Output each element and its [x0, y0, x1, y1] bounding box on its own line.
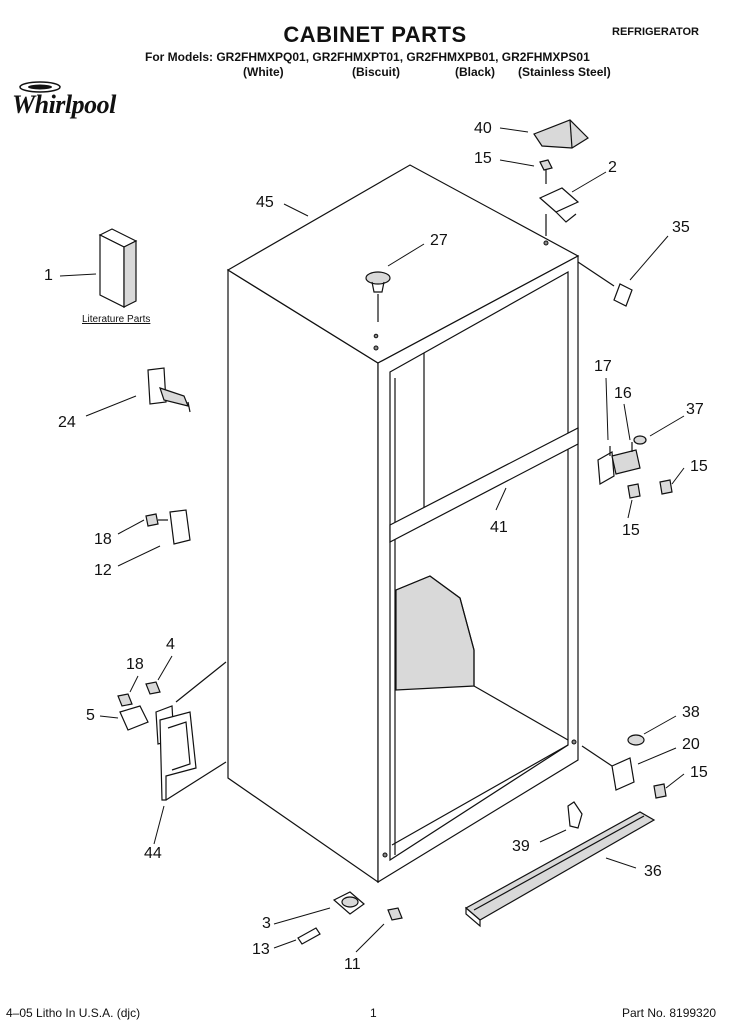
callout-44: 44 — [144, 845, 162, 862]
callout-12: 12 — [94, 562, 112, 579]
part-15-lower — [653, 783, 667, 799]
callout-41: 41 — [490, 519, 508, 536]
finish-label: (Stainless Steel) — [518, 65, 611, 79]
callout-18: 18 — [94, 531, 112, 548]
part-18-12 — [145, 509, 191, 545]
callout-27: 27 — [430, 232, 448, 249]
callout-35: 35 — [672, 219, 690, 236]
page-title: CABINET PARTS — [283, 22, 467, 47]
brand-logo: Whirlpool — [12, 90, 116, 119]
callout-2: 2 — [608, 159, 617, 176]
part-11 — [387, 907, 403, 921]
part-15-right — [627, 479, 673, 499]
category-label: REFRIGERATOR — [612, 26, 699, 38]
callout-37: 37 — [686, 401, 704, 418]
callout-15: 15 — [690, 458, 708, 475]
part-15-top — [539, 159, 553, 184]
callout-1: 1 — [44, 267, 53, 284]
callout-45: 45 — [256, 194, 274, 211]
callout-15: 15 — [474, 150, 492, 167]
callout-3: 3 — [262, 915, 271, 932]
callout-16: 16 — [614, 385, 632, 402]
part-37 — [633, 435, 647, 445]
finish-label: (Biscuit) — [352, 65, 400, 79]
literature-parts-label: Literature Parts — [82, 314, 151, 325]
callout-36: 36 — [644, 863, 662, 880]
finish-label: (Black) — [455, 65, 496, 79]
models-line: For Models: GR2FHMXPQ01, GR2FHMXPT01, GR… — [145, 50, 590, 64]
callout-15: 15 — [690, 764, 708, 781]
part-number: Part No. 8199320 — [622, 1006, 717, 1020]
part-13 — [297, 927, 321, 945]
footer-print-info: 4–05 Litho In U.S.A. (djc) — [6, 1006, 141, 1020]
literature-parts-1 — [98, 228, 138, 308]
part-38 — [627, 734, 645, 746]
part-4-18-5 — [117, 661, 227, 745]
finish-label: (White) — [243, 65, 284, 79]
part-2 — [538, 187, 580, 236]
part-36-grille — [464, 811, 656, 928]
part-27 — [365, 271, 391, 322]
callout-13: 13 — [252, 941, 270, 958]
callout-4: 4 — [166, 636, 175, 653]
callout-20: 20 — [682, 736, 700, 753]
part-3 — [332, 891, 365, 915]
page-number: 1 — [370, 1006, 377, 1020]
callout-39: 39 — [512, 838, 530, 855]
part-35 — [577, 261, 633, 307]
callout-5: 5 — [86, 707, 95, 724]
part-20 — [581, 745, 635, 791]
callout-17: 17 — [594, 358, 612, 375]
callout-40: 40 — [474, 120, 492, 137]
callout-24: 24 — [58, 414, 76, 431]
callout-15: 15 — [622, 522, 640, 539]
brand-logo-mark — [19, 81, 61, 93]
callout-11: 11 — [344, 956, 361, 973]
callout-38: 38 — [682, 704, 700, 721]
part-17-16 — [597, 442, 641, 485]
callout-18: 18 — [126, 656, 144, 673]
part-44 — [159, 711, 227, 801]
leader-lines — [59, 127, 685, 953]
cabinet-45 — [226, 164, 580, 884]
part-39 — [567, 801, 583, 829]
part-24 — [147, 367, 191, 413]
part-40 — [533, 119, 589, 149]
